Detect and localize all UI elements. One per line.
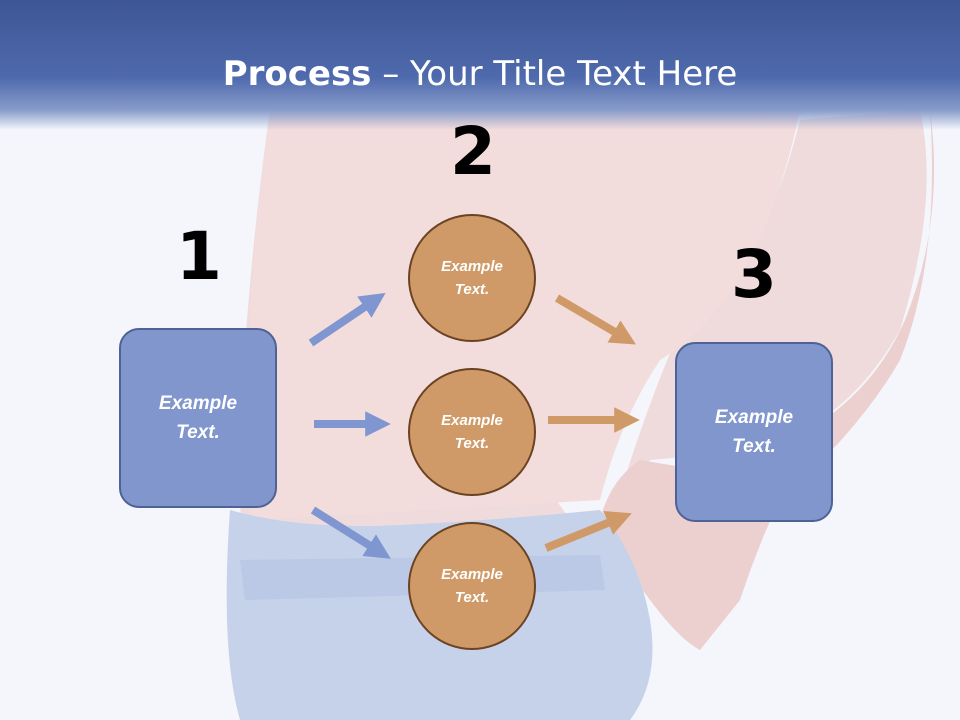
title-rest: – Your Title Text Here — [371, 54, 738, 94]
step-2-circle-2-text: Example Text. — [441, 412, 503, 452]
step-number-3: 3 — [731, 236, 777, 313]
step-2-circle-2: Example Text. — [408, 368, 536, 496]
step-2-circle-1-text: Example Text. — [441, 258, 503, 298]
step-number-1: 1 — [176, 218, 222, 295]
step-3-box: Example Text. — [675, 342, 833, 522]
step-number-2: 2 — [450, 113, 496, 190]
arrow-right-up-icon — [308, 292, 386, 347]
title-bar: Process – Your Title Text Here — [0, 0, 960, 130]
step-1-text: Example Text. — [158, 393, 238, 443]
arrow-right-down-icon — [310, 506, 391, 559]
arrow-right-down-icon — [554, 294, 637, 345]
step-3-text: Example Text. — [714, 407, 794, 457]
step-2-circle-1: Example Text. — [408, 214, 536, 342]
step-1-box: Example Text. — [119, 328, 277, 508]
step-2-circle-3-text: Example Text. — [441, 566, 503, 606]
slide-title: Process – Your Title Text Here — [0, 52, 960, 96]
arrow-right-up-icon — [544, 510, 632, 552]
title-bold: Process — [222, 54, 372, 94]
step-2-circle-3: Example Text. — [408, 522, 536, 650]
